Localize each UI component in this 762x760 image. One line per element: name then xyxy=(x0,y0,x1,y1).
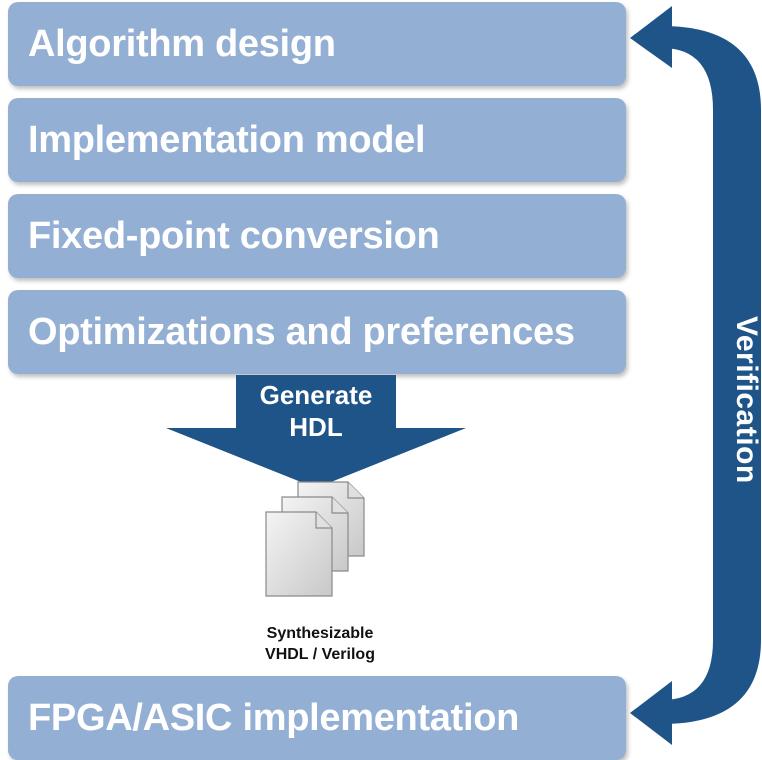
generate-label-line2: HDL xyxy=(289,412,343,442)
stage-label: Fixed-point conversion xyxy=(28,214,440,257)
stage-algorithm-design: Algorithm design xyxy=(8,2,626,86)
document-stack-icon xyxy=(265,481,365,597)
stage-fixed-point-conversion: Fixed-point conversion xyxy=(8,194,626,278)
stage-implementation-model: Implementation model xyxy=(8,98,626,182)
generate-label-line1: Generate xyxy=(259,380,373,410)
verification-arrow xyxy=(630,6,761,745)
verification-label: Verification xyxy=(730,316,762,484)
stage-label: Algorithm design xyxy=(28,22,336,65)
stage-fpga-asic-implementation: FPGA/ASIC implementation xyxy=(8,676,626,760)
stage-optimizations: Optimizations and preferences xyxy=(8,290,626,374)
output-label-line2: VHDL / Verilog xyxy=(265,646,375,663)
stage-label: Optimizations and preferences xyxy=(28,310,575,353)
stage-label: Implementation model xyxy=(28,118,426,161)
stage-label: FPGA/ASIC implementation xyxy=(28,696,520,739)
output-label-line1: Synthesizable xyxy=(266,625,374,642)
generate-hdl-arrow xyxy=(166,375,466,488)
verification-label-container: Verification xyxy=(716,300,762,500)
